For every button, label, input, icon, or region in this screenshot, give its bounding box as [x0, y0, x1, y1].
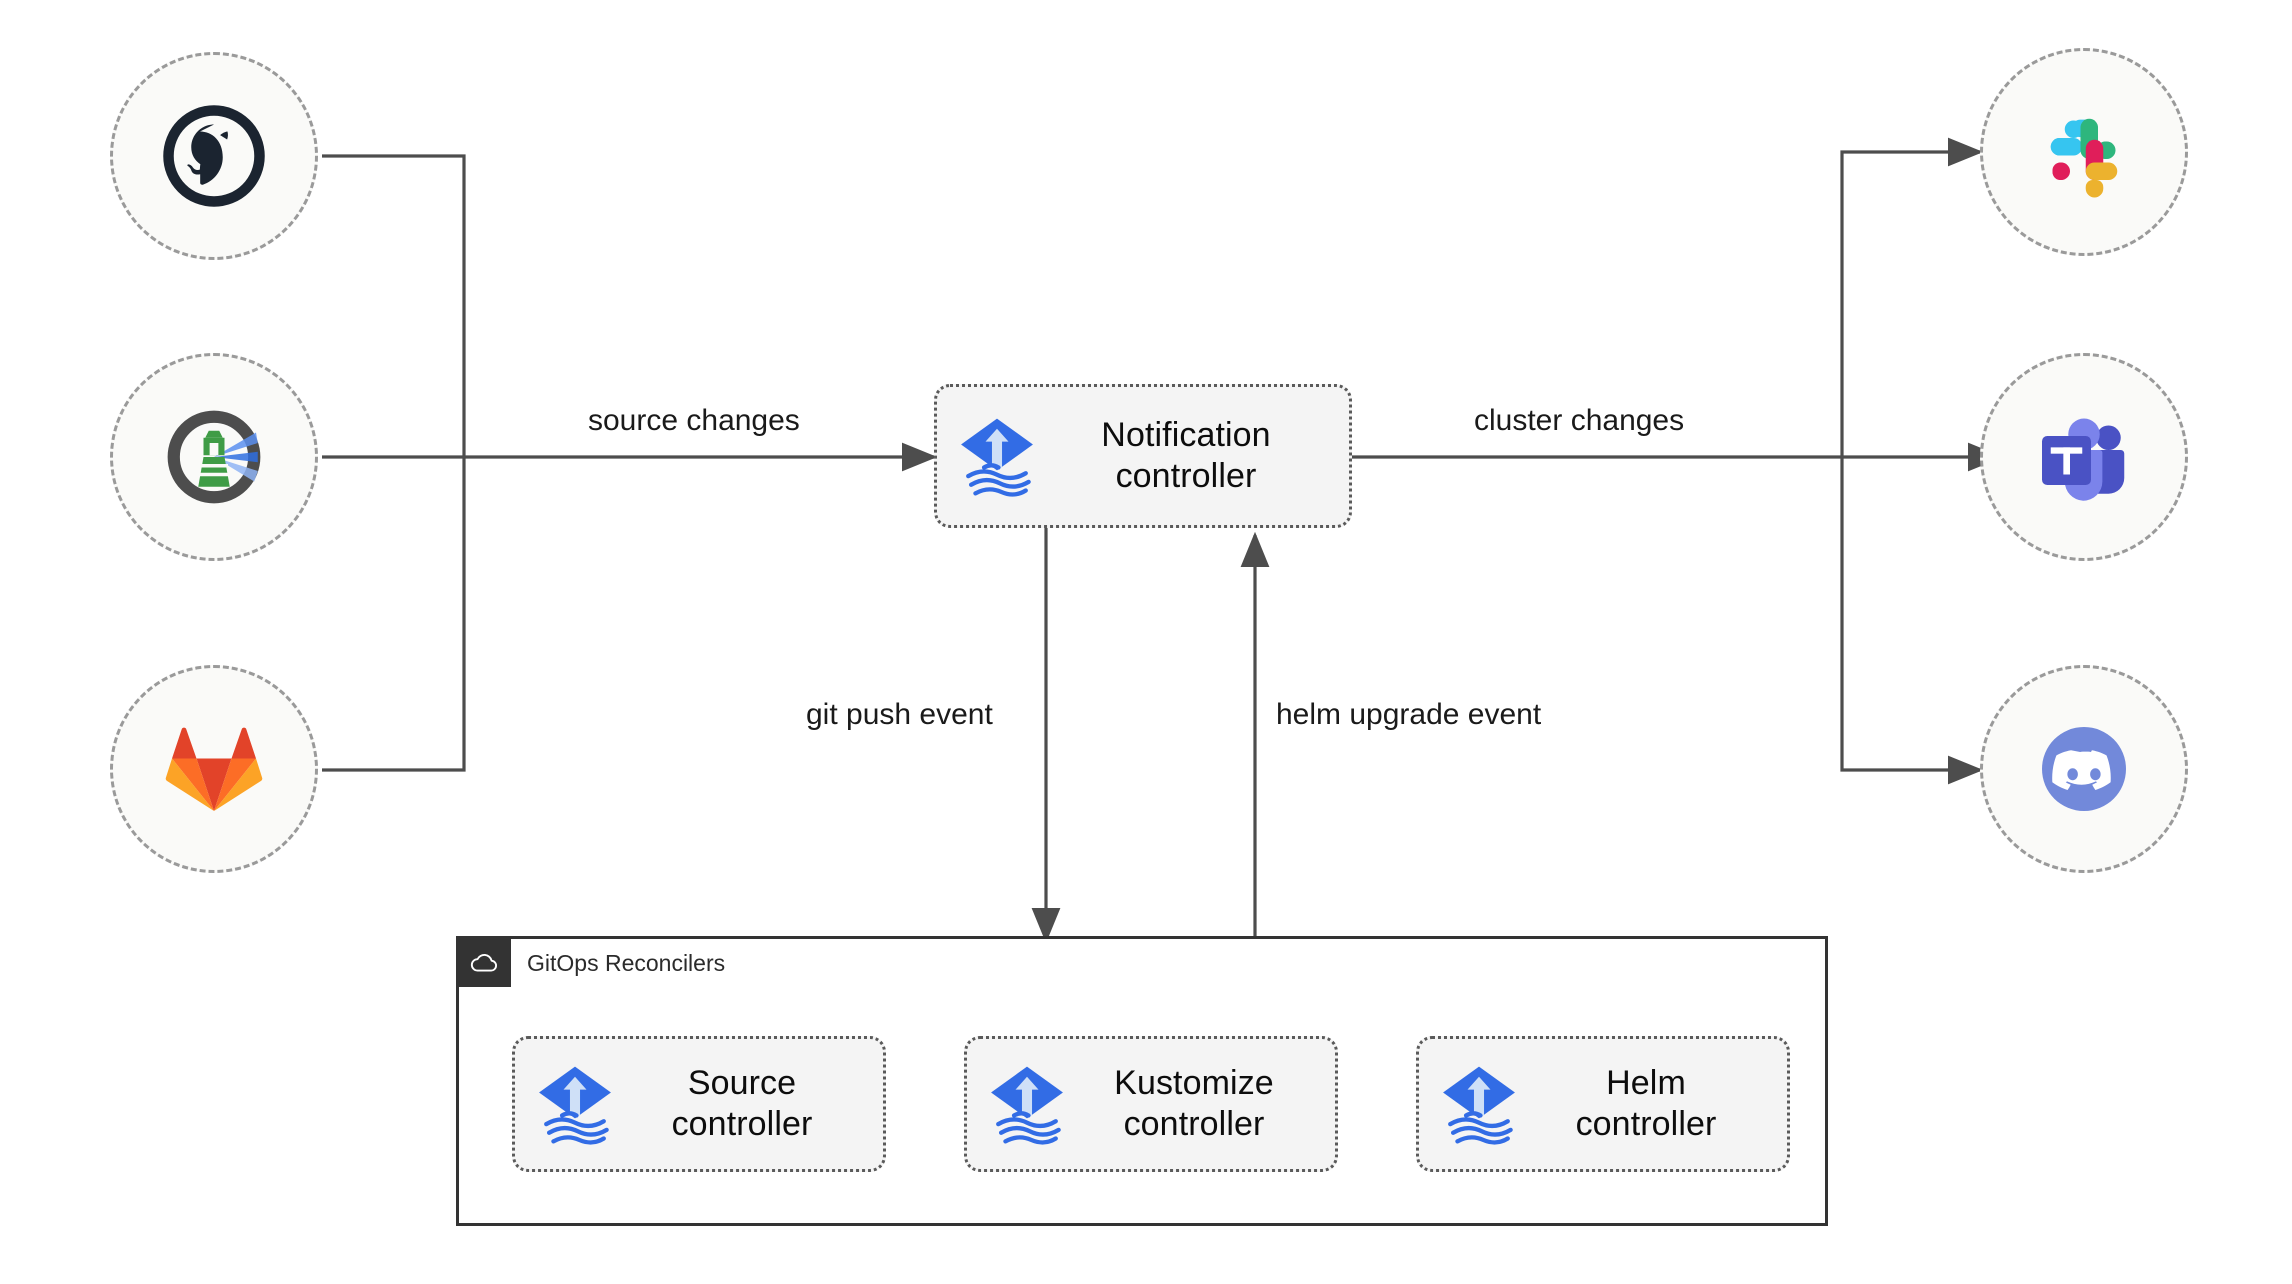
edge-label-helm-upgrade-event: helm upgrade event	[1266, 696, 1552, 733]
source-node-flux[interactable]	[110, 353, 318, 561]
flux-logo-icon	[991, 1066, 1063, 1145]
flux-logo-icon	[1443, 1066, 1515, 1145]
github-icon	[163, 105, 265, 207]
helm-controller-box[interactable]: Helm controller	[1416, 1036, 1790, 1172]
helm-controller-label: Helm controller	[1575, 1063, 1717, 1143]
edge-to-slack	[1840, 137, 1984, 457]
target-node-slack[interactable]	[1980, 48, 2188, 256]
kustomize-controller-box[interactable]: Kustomize controller	[964, 1036, 1338, 1172]
flux-lighthouse-icon	[167, 410, 261, 504]
flux-logo-icon	[961, 418, 1033, 497]
source-controller-label: Source controller	[671, 1063, 813, 1143]
cloud-icon	[470, 953, 498, 972]
notification-controller-label: Notification controller	[1101, 415, 1271, 495]
target-node-teams[interactable]	[1980, 353, 2188, 561]
edge-github-to-bus	[322, 154, 466, 457]
source-controller-box[interactable]: Source controller	[512, 1036, 886, 1172]
discord-icon	[2042, 727, 2126, 811]
target-node-discord[interactable]	[1980, 665, 2188, 873]
edge-label-cluster-changes: cluster changes	[1464, 402, 1695, 439]
cloud-icon-tile	[459, 939, 511, 987]
gitops-reconcilers-title: GitOps Reconcilers	[527, 949, 726, 976]
kustomize-controller-label: Kustomize controller	[1114, 1063, 1274, 1143]
source-node-github[interactable]	[110, 52, 318, 260]
gitops-reconcilers-header: GitOps Reconcilers	[459, 939, 725, 987]
gitlab-icon	[165, 727, 263, 811]
flux-logo-icon	[539, 1066, 611, 1145]
edge-to-discord	[1840, 457, 1984, 785]
edge-label-source-changes: source changes	[578, 402, 810, 439]
edge-label-git-push-event: git push event	[796, 696, 1003, 733]
notification-controller-box[interactable]: Notification controller	[934, 384, 1352, 528]
microsoft-teams-icon	[2042, 418, 2125, 501]
source-node-gitlab[interactable]	[110, 665, 318, 873]
edge-gitlab-to-bus	[322, 457, 466, 772]
slack-icon	[2050, 118, 2118, 198]
